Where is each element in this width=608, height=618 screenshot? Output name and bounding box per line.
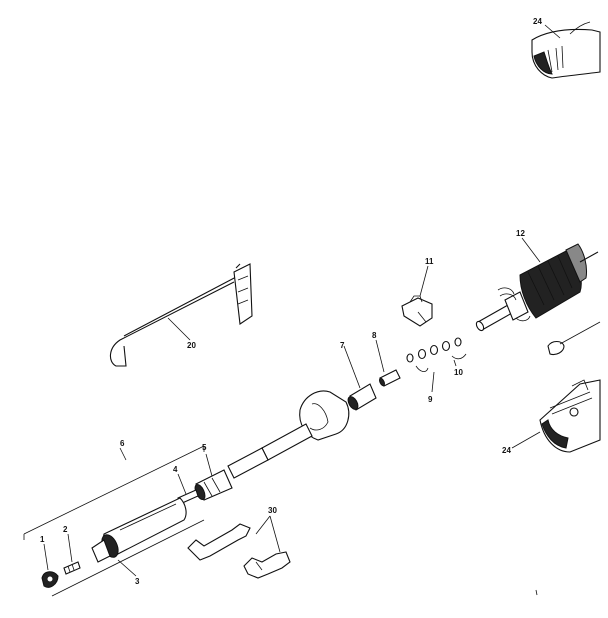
callout-1: 1 — [40, 535, 45, 544]
part-5-collar — [194, 447, 269, 501]
callout-7: 7 — [340, 341, 345, 350]
part-7-coupling — [347, 383, 377, 411]
callout-24-lower: 24 — [502, 446, 511, 455]
callout-11: 11 — [425, 257, 434, 266]
callout-2: 2 — [63, 525, 68, 534]
callout-4: 4 — [173, 465, 178, 474]
callout-6: 6 — [120, 439, 125, 448]
callout-20: 20 — [187, 341, 196, 350]
callout-30: 30 — [268, 506, 277, 515]
part-24-top-housing — [531, 21, 601, 79]
part-6-assembly-bracket — [23, 445, 205, 597]
part-24-lower-housing — [539, 379, 601, 453]
part-9-10-hardware — [406, 337, 467, 372]
callout-5: 5 — [202, 443, 207, 452]
callout-12: 12 — [516, 229, 525, 238]
callout-10: 10 — [454, 368, 463, 377]
part-housing-shaft — [261, 390, 350, 461]
part-20-wire-bracket — [109, 263, 253, 367]
callout-9: 9 — [428, 395, 433, 404]
part-8-pin — [379, 369, 401, 387]
callout-3: 3 — [135, 577, 140, 586]
part-2-screw — [63, 561, 81, 575]
part-12-armature — [475, 243, 599, 332]
part-3-tube — [91, 497, 187, 563]
part-11-brush-holder — [401, 295, 433, 327]
part-small-nut-right — [547, 321, 601, 356]
part-1-nut — [41, 571, 59, 588]
part-30-wrenches — [187, 523, 291, 579]
callout-8: 8 — [372, 331, 377, 340]
callout-24-top: 24 — [533, 17, 542, 26]
